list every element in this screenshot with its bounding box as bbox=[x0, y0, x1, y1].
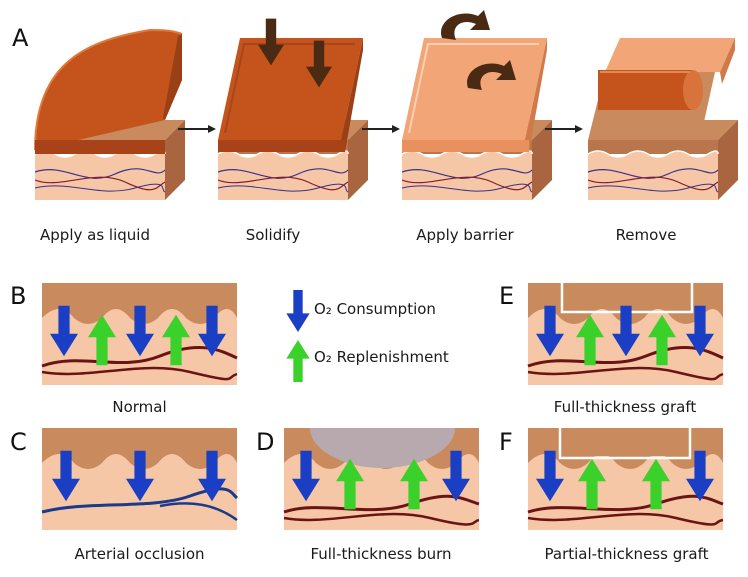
swirl-arrow-1 bbox=[441, 10, 490, 40]
caption-partial-thickness-graft: Partial-thickness graft bbox=[544, 545, 709, 563]
step-label-apply-barrier: Apply barrier bbox=[416, 226, 514, 244]
panel-letter-b: B bbox=[10, 282, 27, 310]
legend-replenishment-arrow bbox=[286, 340, 310, 382]
step-label-remove: Remove bbox=[615, 226, 677, 244]
caption-full-thickness-burn: Full-thickness burn bbox=[310, 545, 452, 563]
panel-letter-a: A bbox=[12, 24, 29, 52]
step-label-solidify: Solidify bbox=[245, 226, 301, 244]
legend bbox=[286, 290, 310, 382]
burn-area bbox=[310, 428, 455, 468]
panel-a bbox=[34, 10, 738, 200]
panel-d bbox=[283, 428, 480, 530]
legend-replenishment-label: O₂ Replenishment bbox=[314, 348, 449, 366]
step-label-apply-liquid: Apply as liquid bbox=[40, 226, 150, 244]
graft-outline-partial bbox=[558, 428, 692, 460]
swirl-arrow-2 bbox=[467, 60, 516, 90]
arrow-head-3 bbox=[575, 125, 583, 133]
legend-consumption-arrow bbox=[286, 290, 310, 332]
panel-letter-f: F bbox=[499, 428, 513, 456]
panel-e bbox=[527, 283, 724, 385]
caption-full-thickness-graft: Full-thickness graft bbox=[553, 398, 697, 416]
arrow-head-2 bbox=[392, 125, 400, 133]
panel-c bbox=[41, 428, 239, 530]
panel-b bbox=[41, 283, 238, 385]
step-apply-liquid bbox=[34, 28, 185, 200]
caption-normal: Normal bbox=[112, 398, 167, 416]
step-remove bbox=[588, 38, 738, 200]
step-solidify bbox=[218, 18, 368, 200]
panel-letter-e: E bbox=[499, 282, 515, 310]
panel-f bbox=[527, 428, 724, 530]
arrow-head-1 bbox=[208, 125, 216, 133]
caption-arterial-occlusion: Arterial occlusion bbox=[74, 545, 205, 563]
panel-letter-d: D bbox=[256, 428, 275, 456]
legend-consumption-label: O₂ Consumption bbox=[314, 300, 436, 318]
panel-letter-c: C bbox=[10, 428, 27, 456]
step-apply-barrier bbox=[402, 10, 552, 200]
